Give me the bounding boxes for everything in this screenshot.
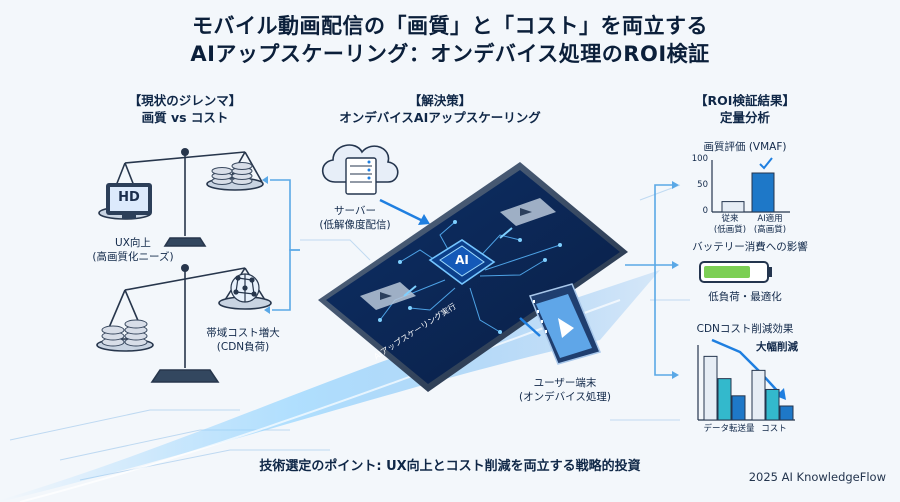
device-label-1: ユーザー端末: [533, 377, 597, 389]
cdn-title: CDNコスト削減効果: [696, 323, 794, 335]
ux-label-1: UX向上: [115, 237, 151, 249]
server-label-1: サーバー: [334, 205, 376, 217]
bar-label-after-1: AI適用: [757, 214, 783, 224]
battery-result: 低負荷・最適化: [708, 291, 782, 303]
ux-label-2: (高画質化ニーズ): [92, 251, 174, 263]
decrease-arrow: [711, 338, 783, 397]
cost-label-2: (CDN負荷): [216, 341, 270, 353]
cdn-x-label-2: コスト: [761, 424, 787, 434]
smartphone-illustration: [318, 162, 628, 392]
cdn-x-label-1: データ転送量: [703, 424, 755, 434]
hd-label: HD: [118, 190, 140, 205]
device-label-2: (オンデバイス処理): [519, 391, 611, 403]
network-globe-icon: [230, 273, 260, 303]
right-heading-2: 定量分析: [719, 110, 770, 125]
cdn-bar-s1-c1: [703, 355, 718, 421]
y-tick-100: 100: [691, 154, 708, 164]
vmaf-title: 画質評価 (VMAF): [703, 141, 787, 153]
ai-chip-label: AI: [455, 253, 469, 267]
vmaf-bar-1: [721, 201, 745, 213]
cdn-bar-s1-c2: [751, 369, 766, 421]
left-heading-2: 画質 vs コスト: [141, 110, 229, 125]
cloud-server-icon: [321, 144, 399, 195]
cdn-result: 大幅削減: [756, 341, 798, 353]
cdn-bar-s2-c1: [717, 378, 732, 421]
cdn-bar-s3-c1: [731, 395, 746, 421]
cdn-bar-s2-c2: [765, 388, 780, 421]
cost-label-1: 帯域コスト増大: [206, 327, 280, 339]
y-tick-50: 50: [697, 180, 708, 190]
center-heading-1: 【解決策】: [408, 93, 472, 108]
left-heading-1: 【現状のジレンマ】: [128, 93, 242, 108]
bar-label-after-2: (高画質): [753, 225, 787, 235]
title-line-1: モバイル動画配信の「画質」と「コスト」を両立する: [192, 14, 708, 38]
check-icon: [759, 157, 773, 170]
footer-credit: 2025 AI KnowledgeFlow: [748, 470, 886, 484]
coin-stack-icon: [101, 319, 148, 347]
vmaf-bar-2: [751, 172, 775, 213]
center-heading-2: オンデバイスAIアップスケーリング: [339, 110, 541, 125]
footer-point: 技術選定のポイント: UX向上とコスト削減を両立する戦略的投資: [259, 459, 641, 474]
hd-monitor-icon: [106, 183, 152, 219]
cdn-bar-s3-c2: [779, 405, 794, 421]
right-heading-1: 【ROI検証結果】: [695, 93, 795, 108]
right-connectors: [625, 184, 672, 376]
coin-stack-icon: [211, 162, 253, 185]
battery-title: バッテリー消費への影響: [692, 241, 808, 253]
bar-label-before-2: (低画質): [713, 225, 747, 235]
video-file-icon: [528, 283, 602, 365]
bar-label-before-1: 従来: [721, 214, 739, 224]
server-label-2: (低解像度配信): [319, 219, 391, 231]
left-connectors: [270, 179, 300, 311]
battery-icon: [699, 261, 772, 283]
title-line-2: AIアップスケーリング：オンデバイス処理のROI検証: [190, 42, 710, 66]
y-tick-0: 0: [702, 206, 708, 216]
